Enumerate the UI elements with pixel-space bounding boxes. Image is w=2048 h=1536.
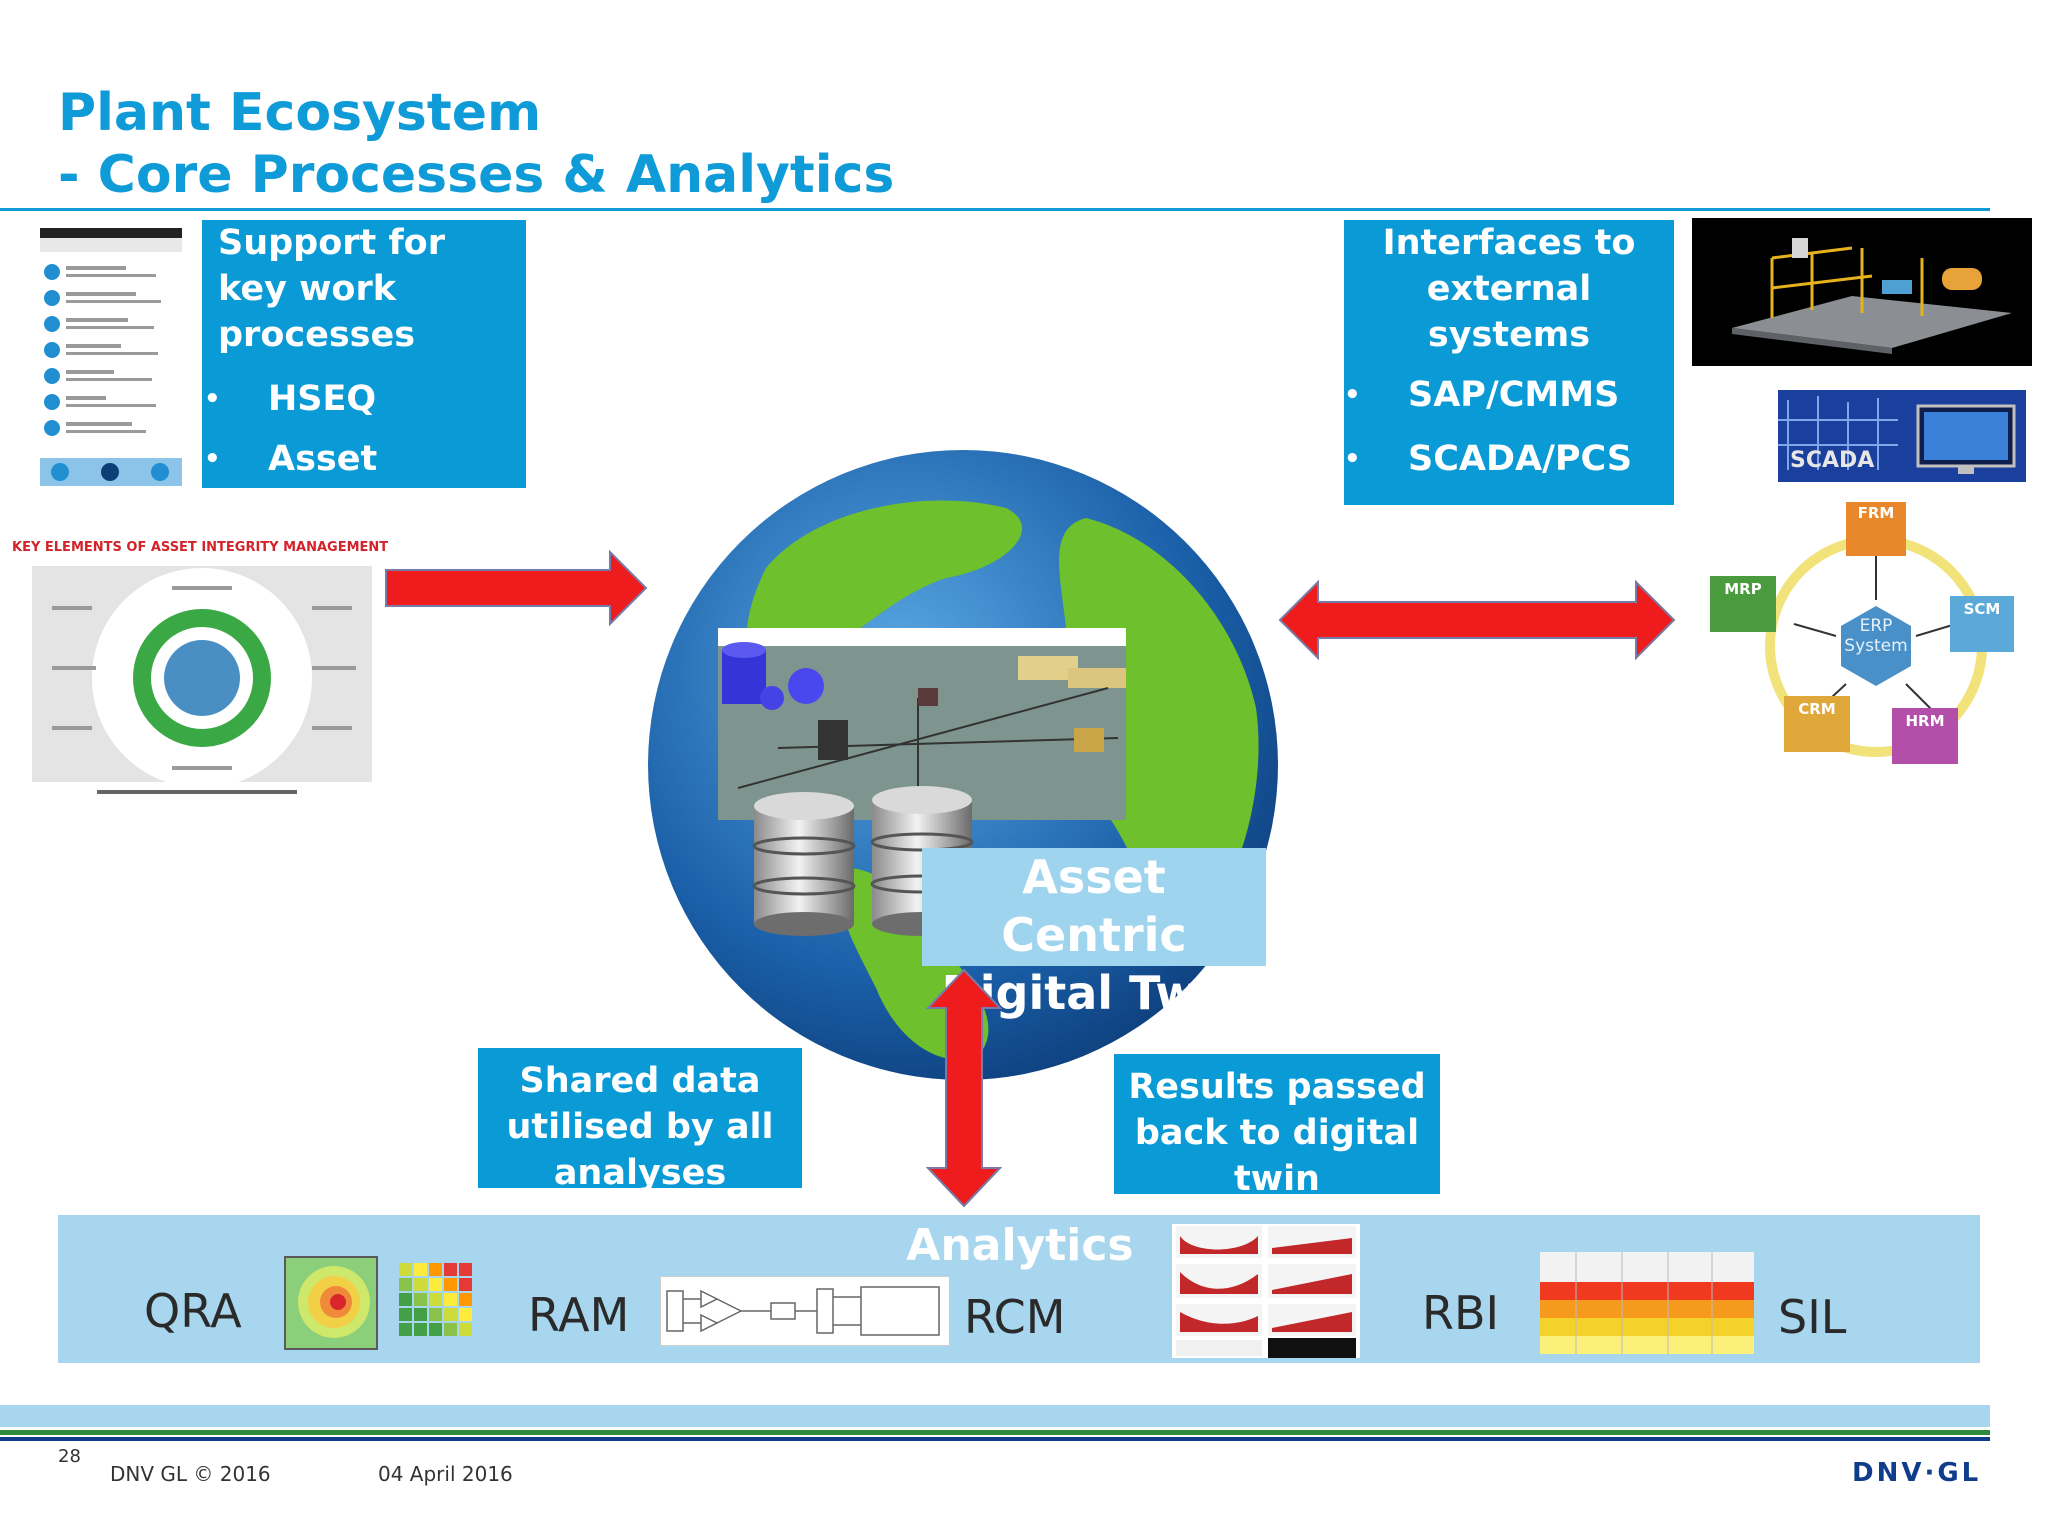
risk-matrix-cell	[399, 1323, 412, 1336]
analytics-label-rcm: RCM	[964, 1290, 1066, 1344]
footer-copyright: DNV GL © 2016	[110, 1462, 271, 1486]
risk-matrix-cell	[399, 1278, 412, 1291]
risk-matrix-cell	[429, 1263, 442, 1276]
risk-matrix-cell	[444, 1308, 457, 1321]
erp-node-crm: CRM	[1798, 700, 1836, 718]
risk-matrix-cell	[414, 1293, 427, 1306]
results-callout: Results passed back to digital twin	[1114, 1054, 1440, 1199]
footer-date: 04 April 2016	[378, 1462, 513, 1486]
risk-matrix-cell	[459, 1308, 472, 1321]
erp-node-frm: FRM	[1857, 504, 1895, 522]
slide-title: Plant Ecosystem - Core Processes & Analy…	[58, 82, 894, 206]
risk-matrix-thumbnail	[398, 1262, 474, 1338]
risk-matrix-cell	[459, 1323, 472, 1336]
rcm-charts-thumbnail	[1172, 1224, 1360, 1358]
dnvgl-logo: DNV·GL	[1852, 1458, 1982, 1488]
work-processes-list: HSEQ Asset Integrity	[204, 376, 526, 528]
risk-matrix-cell	[399, 1293, 412, 1306]
analytics-label-sil: SIL	[1778, 1290, 1847, 1344]
system-item-sap: SAP/CMMS	[1344, 372, 1674, 418]
risk-matrix-cell	[444, 1278, 457, 1291]
erp-node-hrm: HRM	[1905, 712, 1945, 730]
analytics-label-rbi: RBI	[1422, 1286, 1500, 1340]
system-item-cad: CAD	[1344, 500, 1674, 546]
footer-navy-line	[0, 1437, 1990, 1441]
external-systems-list: SAP/CMMS SCADA/PCS CAD	[1344, 372, 1674, 546]
risk-matrix-cell	[444, 1323, 457, 1336]
page-number: 28	[58, 1446, 81, 1467]
risk-matrix-cell	[399, 1263, 412, 1276]
process-item-asset-integrity: Asset Integrity	[204, 436, 526, 528]
risk-matrix-cell	[414, 1278, 427, 1291]
aim-caption-line	[97, 790, 297, 794]
asset-integrity-diagram: KEY ELEMENTS OF ASSET INTEGRITY MANAGEME…	[12, 540, 389, 800]
scada-image: SCADA	[1778, 390, 2026, 482]
footer-green-line	[0, 1430, 1990, 1435]
double-arrow-external	[1278, 579, 1676, 661]
ram-block-diagram	[660, 1276, 950, 1346]
digital-twin-label: Asset Centric Digital Twin	[922, 848, 1266, 1020]
erp-center-label: ERP System	[1844, 616, 1908, 656]
work-processes-heading: Support for key work processes	[218, 223, 445, 355]
risk-matrix-cell	[444, 1293, 457, 1306]
shared-data-callout: Shared data utilised by all analyses	[478, 1048, 802, 1193]
title-line-1: Plant Ecosystem	[58, 83, 542, 143]
qra-contour-thumbnail	[284, 1256, 378, 1350]
process-item-hseq: HSEQ	[204, 376, 526, 422]
cad-model-image	[1692, 218, 2032, 366]
external-systems-heading: Interfaces to external systems	[1382, 223, 1636, 355]
footer-band	[0, 1405, 1990, 1427]
analytics-label-ram: RAM	[528, 1288, 630, 1342]
external-systems-box: Interfaces to external systems SAP/CMMS …	[1344, 220, 1674, 546]
risk-matrix-cell	[399, 1308, 412, 1321]
risk-matrix-cell	[459, 1278, 472, 1291]
title-divider	[0, 208, 1990, 211]
risk-matrix-cell	[429, 1293, 442, 1306]
rbi-table-thumbnail	[1540, 1252, 1754, 1354]
risk-matrix-cell	[414, 1323, 427, 1336]
system-item-scada: SCADA/PCS	[1344, 436, 1674, 482]
analytics-label-qra: QRA	[144, 1284, 242, 1338]
double-arrow-analytics	[925, 968, 1003, 1208]
risk-matrix-cell	[429, 1308, 442, 1321]
risk-matrix-cell	[429, 1278, 442, 1291]
mobile-app-screenshot	[40, 228, 182, 486]
title-line-2: - Core Processes & Analytics	[58, 145, 895, 205]
analytics-title: Analytics	[906, 1220, 1134, 1271]
erp-diagram: ERP System FRM SCM HRM CRM MRP	[1706, 496, 2026, 776]
risk-matrix-cell	[444, 1263, 457, 1276]
risk-matrix-cell	[414, 1308, 427, 1321]
risk-matrix-cell	[414, 1263, 427, 1276]
scada-label: SCADA	[1790, 448, 1875, 473]
risk-matrix-cell	[429, 1323, 442, 1336]
aim-diagram-title: KEY ELEMENTS OF ASSET INTEGRITY MANAGEME…	[12, 540, 389, 555]
work-processes-box: Support for key work processes HSEQ Asse…	[202, 220, 526, 525]
erp-node-scm: SCM	[1963, 600, 2001, 618]
risk-matrix-cell	[459, 1263, 472, 1276]
risk-matrix-cell	[459, 1293, 472, 1306]
erp-node-mrp: MRP	[1724, 580, 1762, 598]
arrow-right-to-globe	[384, 549, 648, 627]
